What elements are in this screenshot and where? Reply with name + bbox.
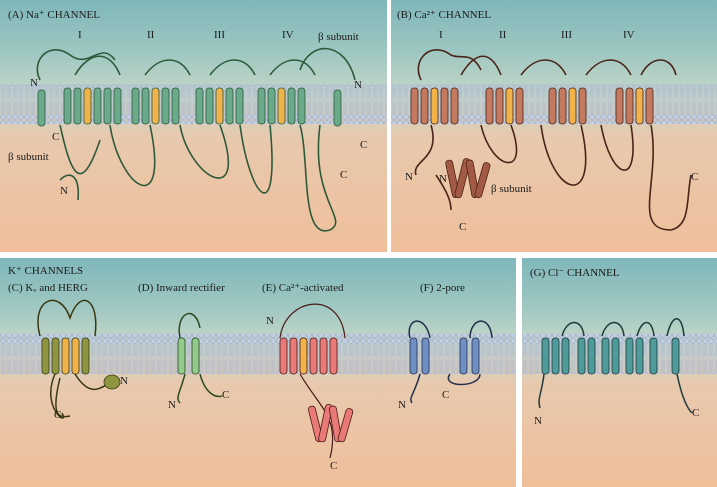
na-domain-4-helices	[257, 87, 306, 125]
ca-beta-subunit	[445, 158, 491, 199]
na-domain-3-label: III	[214, 29, 225, 41]
k2p-n-terminus: N	[398, 399, 406, 411]
beta-subunit-top-label: β subunit	[318, 31, 359, 43]
k-channels-header: K⁺ CHANNELS	[8, 265, 84, 277]
k2p-helices	[409, 337, 480, 375]
c-terminus-bottom: C	[340, 169, 348, 181]
panel-ca-channel: (B) Ca²⁺ CHANNEL I II III IV N N β subun…	[391, 0, 717, 252]
ca-beta-subunit-label: β subunit	[491, 183, 532, 195]
panel-f-title: (F) 2-pore	[420, 282, 465, 294]
cl-c-terminus: C	[692, 407, 700, 419]
na-domain-2-helices	[131, 87, 180, 125]
panel-na-channel: (A) Na⁺ CHANNEL I II III IV β subunit N …	[0, 0, 387, 252]
kca-n-terminus: N	[266, 315, 274, 327]
beta-subunit-left-label: β subunit	[8, 151, 49, 163]
beta-subunit-left-helix	[37, 89, 46, 127]
ca-n-terminus-2: N	[439, 173, 447, 185]
n-terminus-right: N	[354, 79, 362, 91]
kir-c-terminus: C	[222, 389, 230, 401]
kca-helices	[279, 337, 338, 375]
kv-n-terminus: N	[120, 375, 128, 387]
c-terminus-left: C	[52, 131, 60, 143]
na-domain-1-label: I	[78, 29, 82, 41]
panel-k-channels: K⁺ CHANNELS (C) Kᵥ and HERG (D) Inward r…	[0, 258, 516, 487]
kca-cytoplasmic-domain	[307, 403, 354, 443]
kca-c-terminus: C	[330, 460, 338, 472]
cl-helices	[541, 337, 680, 375]
panel-d-title: (D) Inward rectifier	[138, 282, 225, 294]
ca-n-terminus-1: N	[405, 171, 413, 183]
n-terminus-left: N	[30, 77, 38, 89]
na-domain-1-helices	[63, 87, 122, 125]
ca-channel-diagram	[391, 49, 717, 231]
na-domain-3-helices	[195, 87, 244, 125]
beta-subunit-right-helix	[333, 89, 342, 127]
panel-cl-channel: (G) Cl⁻ CHANNEL N C	[522, 258, 717, 487]
cl-n-terminus: N	[534, 415, 542, 427]
panel-c-title: (C) Kᵥ and HERG	[8, 282, 88, 294]
ca-c-terminus-2: C	[691, 171, 699, 183]
ca-domain-4-label: IV	[623, 29, 635, 41]
panel-e-title: (E) Ca²⁺-activated	[262, 282, 344, 294]
na-domain-2-label: II	[147, 29, 155, 41]
ca-c-terminus-1: C	[459, 221, 467, 233]
ca-domain-3-label: III	[561, 29, 572, 41]
panel-g-title: (G) Cl⁻ CHANNEL	[530, 267, 620, 279]
na-channel-diagram	[0, 47, 387, 232]
kv-helices	[41, 337, 90, 375]
panel-b-title: (B) Ca²⁺ CHANNEL	[397, 9, 492, 21]
k-channels-diagram	[0, 299, 516, 459]
kir-helices	[177, 337, 200, 375]
ca-domain-2-label: II	[499, 29, 507, 41]
c-terminus-right: C	[360, 139, 368, 151]
ca-domain-1-label: I	[439, 29, 443, 41]
cl-channel-diagram	[522, 318, 717, 414]
na-domain-4-label: IV	[282, 29, 294, 41]
kv-ball-domain	[103, 374, 121, 390]
panel-a-title: (A) Na⁺ CHANNEL	[8, 9, 100, 21]
n-terminus-bottom: N	[60, 185, 68, 197]
k2p-c-terminus: C	[442, 389, 450, 401]
kir-n-terminus: N	[168, 399, 176, 411]
kv-c-terminus: C	[54, 409, 62, 421]
ca-helices	[410, 87, 654, 125]
